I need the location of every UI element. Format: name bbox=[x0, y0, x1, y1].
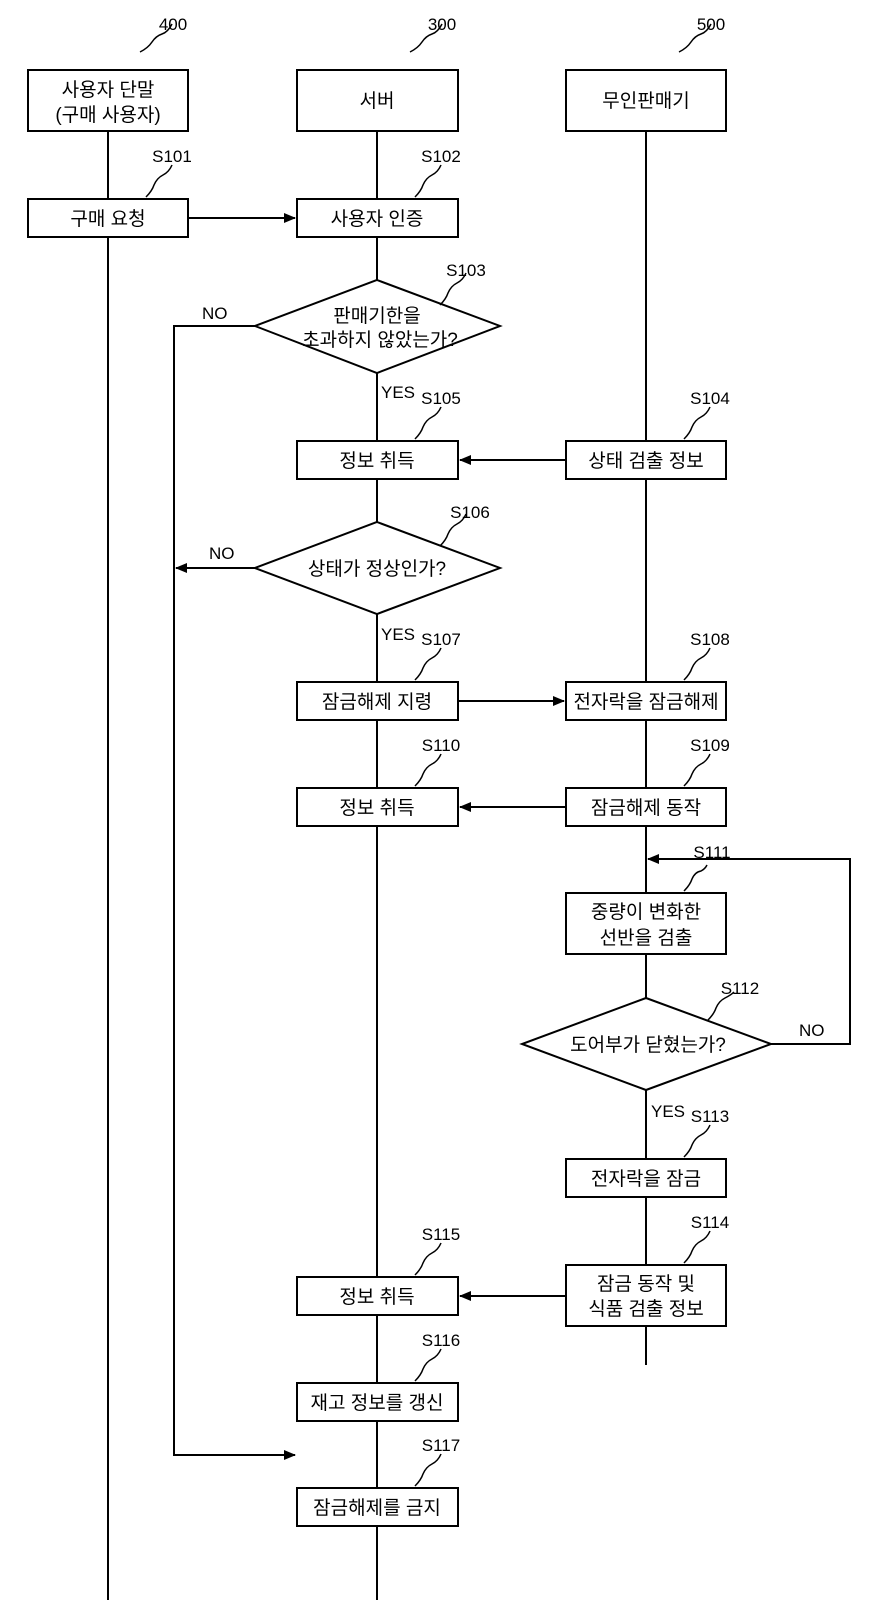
lane-user-terminal-sublabel: (구매 사용자) bbox=[55, 104, 160, 126]
step-s114-sublabel: 식품 검출 정보 bbox=[588, 1298, 703, 1320]
ref-s112: S112 bbox=[708, 979, 759, 1020]
step-s110: 정보 취득 bbox=[297, 788, 458, 826]
step-s113-label: 전자락을 잠금 bbox=[591, 1168, 701, 1190]
step-s116-label: 재고 정보를 갱신 bbox=[311, 1392, 444, 1414]
ref-s109-text: S109 bbox=[690, 736, 730, 755]
ref-s110: S110 bbox=[415, 736, 460, 786]
ref-s102-text: S102 bbox=[421, 147, 461, 166]
ref-s101-text: S101 bbox=[152, 147, 192, 166]
ref-s106: S106 bbox=[440, 503, 490, 546]
ref-s111-text: S111 bbox=[693, 843, 730, 862]
lane-ref-400: 400 bbox=[140, 15, 187, 52]
step-s103: 판매기한을 초과하지 않았는가? bbox=[255, 280, 500, 373]
step-s108: 전자락을 잠금해제 bbox=[566, 682, 726, 720]
ref-s107-text: S107 bbox=[421, 630, 461, 649]
ref-s103-text: S103 bbox=[446, 261, 486, 280]
lane-server-label: 서버 bbox=[360, 90, 395, 112]
step-s113: 전자락을 잠금 bbox=[566, 1159, 726, 1197]
ref-s105: S105 bbox=[415, 389, 461, 439]
step-s117: 잠금해제를 금지 bbox=[297, 1488, 458, 1526]
step-s117-label: 잠금해제를 금지 bbox=[313, 1497, 441, 1519]
lane-ref-300-text: 300 bbox=[428, 15, 456, 34]
ref-s114-text: S114 bbox=[691, 1213, 729, 1232]
step-s114-label: 잠금 동작 및 bbox=[597, 1273, 695, 1295]
branch-yes-s106: YES bbox=[381, 625, 415, 644]
ref-s106-text: S106 bbox=[450, 503, 490, 522]
ref-s117: S117 bbox=[415, 1436, 460, 1486]
step-s114: 잠금 동작 및 식품 검출 정보 bbox=[566, 1265, 726, 1326]
ref-s104-text: S104 bbox=[690, 389, 730, 408]
ref-s104: S104 bbox=[684, 389, 730, 439]
ref-s101: S101 bbox=[146, 147, 192, 197]
step-s116: 재고 정보를 갱신 bbox=[297, 1383, 458, 1421]
step-s101-label: 구매 요청 bbox=[70, 208, 145, 230]
lane-ref-400-text: 400 bbox=[159, 15, 187, 34]
step-s106-label: 상태가 정상인가? bbox=[308, 558, 446, 580]
no-branch-s103 bbox=[174, 326, 295, 1455]
ref-s109: S109 bbox=[684, 736, 730, 786]
lane-server: 서버 bbox=[297, 70, 458, 131]
branch-yes-s112: YES bbox=[651, 1102, 685, 1121]
step-s107: 잠금해제 지령 bbox=[297, 682, 458, 720]
ref-s117-text: S117 bbox=[422, 1436, 460, 1455]
ref-s107: S107 bbox=[415, 630, 461, 680]
lane-ref-500: 500 bbox=[679, 15, 725, 52]
step-s101: 구매 요청 bbox=[28, 199, 188, 237]
branch-no-s106: NO bbox=[209, 544, 235, 563]
lane-user-terminal: 사용자 단말 (구매 사용자) bbox=[28, 70, 188, 131]
ref-s102: S102 bbox=[415, 147, 461, 197]
lane-vending-machine-label: 무인판매기 bbox=[602, 90, 689, 112]
step-s110-label: 정보 취득 bbox=[339, 797, 414, 819]
step-s102: 사용자 인증 bbox=[297, 199, 458, 237]
step-s112: 도어부가 닫혔는가? bbox=[522, 998, 771, 1090]
step-s106: 상태가 정상인가? bbox=[255, 522, 500, 614]
ref-s108: S108 bbox=[684, 630, 730, 680]
step-s103-label: 판매기한을 bbox=[333, 305, 420, 327]
step-s105-label: 정보 취득 bbox=[339, 450, 414, 472]
lane-user-terminal-label: 사용자 단말 bbox=[62, 79, 155, 101]
step-s102-label: 사용자 인증 bbox=[331, 208, 424, 230]
lane-ref-500-text: 500 bbox=[697, 15, 725, 34]
ref-s116-text: S116 bbox=[422, 1331, 460, 1350]
ref-s105-text: S105 bbox=[421, 389, 461, 408]
ref-s115: S115 bbox=[415, 1225, 460, 1275]
step-s111: 중량이 변화한 선반을 검출 bbox=[566, 893, 726, 954]
step-s115-label: 정보 취득 bbox=[339, 1286, 414, 1308]
step-s109: 잠금해제 동작 bbox=[566, 788, 726, 826]
step-s105: 정보 취득 bbox=[297, 441, 458, 479]
step-s111-label: 중량이 변화한 bbox=[591, 901, 701, 923]
step-s109-label: 잠금해제 동작 bbox=[591, 797, 701, 819]
ref-s112-text: S112 bbox=[721, 979, 759, 998]
branch-no-s112: NO bbox=[799, 1021, 825, 1040]
step-s104-label: 상태 검출 정보 bbox=[588, 450, 703, 472]
ref-s103: S103 bbox=[440, 261, 486, 305]
ref-s110-text: S110 bbox=[422, 736, 460, 755]
step-s115: 정보 취득 bbox=[297, 1277, 458, 1315]
lane-ref-300: 300 bbox=[410, 15, 456, 52]
step-s103-sublabel: 초과하지 않았는가? bbox=[302, 329, 458, 351]
ref-s108-text: S108 bbox=[690, 630, 730, 649]
lane-vending-machine: 무인판매기 bbox=[566, 70, 726, 131]
ref-s111: S111 bbox=[684, 843, 731, 891]
ref-s113: S113 bbox=[684, 1107, 729, 1157]
step-s107-label: 잠금해제 지령 bbox=[322, 691, 432, 713]
step-s104: 상태 검출 정보 bbox=[566, 441, 726, 479]
step-s111-sublabel: 선반을 검출 bbox=[600, 927, 693, 949]
branch-no-s103: NO bbox=[202, 304, 228, 323]
step-s108-label: 전자락을 잠금해제 bbox=[573, 691, 718, 713]
branch-yes-s103: YES bbox=[381, 383, 415, 402]
ref-s115-text: S115 bbox=[422, 1225, 460, 1244]
connectors bbox=[174, 218, 850, 1455]
step-s112-label: 도어부가 닫혔는가? bbox=[570, 1034, 726, 1056]
ref-s114: S114 bbox=[684, 1213, 729, 1263]
ref-s116: S116 bbox=[415, 1331, 460, 1381]
ref-s113-text: S113 bbox=[691, 1107, 729, 1126]
